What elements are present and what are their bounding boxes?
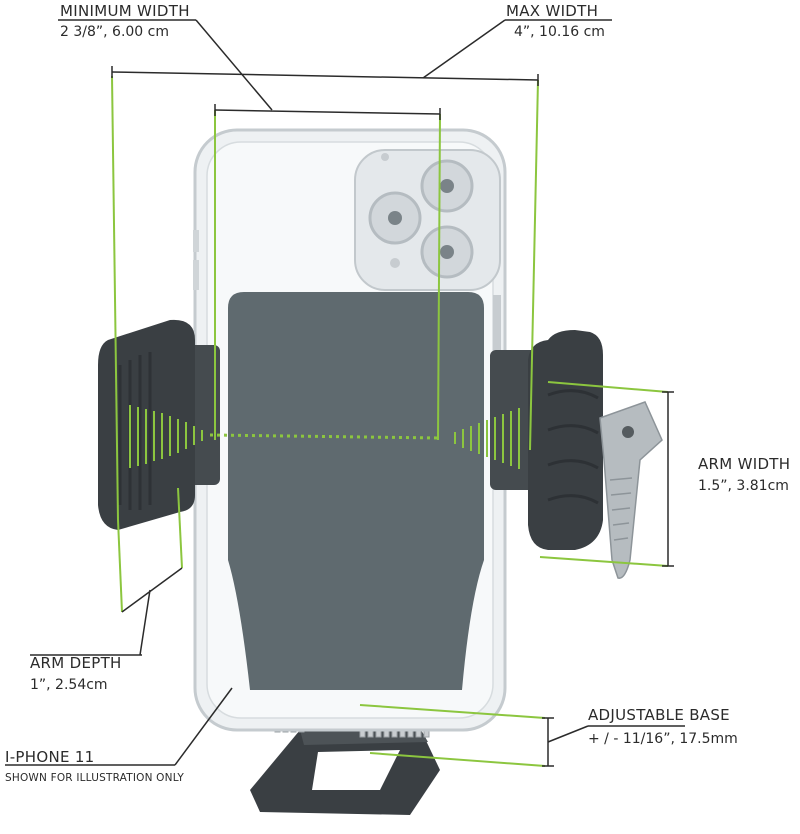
grip-hatching bbox=[129, 405, 520, 469]
dimension-guides bbox=[111, 75, 669, 767]
phone-illustration bbox=[193, 128, 507, 732]
arm-width-value: 1.5”, 3.81cm bbox=[698, 478, 789, 494]
max-width-title: MAX WIDTH bbox=[506, 2, 599, 20]
vent-clip bbox=[599, 401, 663, 579]
arm-depth-value: 1”, 2.54cm bbox=[30, 677, 108, 693]
iphone-title: I-PHONE 11 bbox=[5, 748, 95, 766]
adjustable-base-title: ADJUSTABLE BASE bbox=[588, 706, 730, 724]
center-dotted-line bbox=[209, 433, 441, 440]
min-width-value: 2 3/8”, 6.00 cm bbox=[60, 24, 169, 40]
max-width-value: 4”, 10.16 cm bbox=[514, 24, 605, 40]
arm-width-title: ARM WIDTH bbox=[698, 455, 791, 473]
arm-depth-title: ARM DEPTH bbox=[30, 654, 122, 672]
leader-lines bbox=[5, 19, 685, 767]
min-width-title: MINIMUM WIDTH bbox=[60, 2, 190, 20]
holder-arm-right bbox=[490, 330, 603, 550]
adjustable-base-value: + / - 11/16”, 17.5mm bbox=[588, 731, 738, 747]
iphone-note: SHOWN FOR ILLUSTRATION ONLY bbox=[5, 772, 184, 784]
